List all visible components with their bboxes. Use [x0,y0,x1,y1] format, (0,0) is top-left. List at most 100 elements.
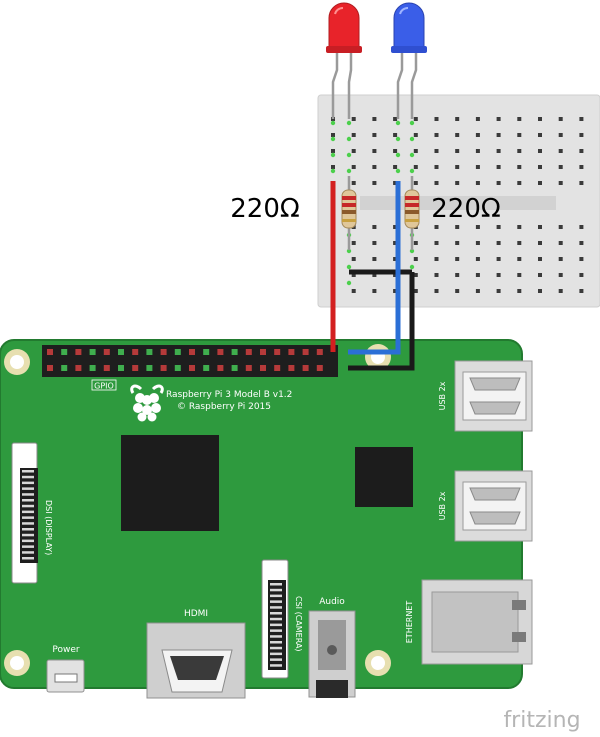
breadboard-hole [558,241,563,245]
breadboard-hole [413,257,418,261]
breadboard-hole [517,289,522,293]
breadboard-hole [496,289,501,293]
gpio-pin [217,365,224,371]
gpio-pin [132,349,139,355]
breadboard-hole [558,117,563,121]
breadboard-hole [434,257,439,261]
breadboard-hole [517,181,522,185]
breadboard-hole [558,149,563,153]
breadboard-hole [558,181,563,185]
breadboard-hole [455,289,460,293]
breadboard-hole [517,241,522,245]
wires [330,181,415,371]
gpio-pin [189,349,195,355]
breadboard-hole [372,149,377,153]
gpio-pin [231,365,238,371]
gpio-pin [103,349,110,355]
breadboard-hole [372,273,377,277]
csi-label: CSI (CAMERA) [294,596,303,652]
ethernet-label: ETHERNET [405,601,414,644]
gpio-pin [274,365,281,371]
gpio-pin [61,349,68,355]
csi-connector [261,559,289,679]
breadboard-hole [372,289,377,293]
breadboard-hole [351,133,356,137]
breadboard-hole [558,225,563,229]
gpio-pin [288,349,295,355]
wire-blue [348,181,401,355]
led-blue [391,2,427,119]
fritzing-logo: fritzing [503,708,580,733]
breadboard-hole [496,117,501,121]
breadboard-hole [538,133,542,137]
breadboard-hole [455,165,460,169]
breadboard-hole [351,257,356,261]
resistor-right [404,176,420,250]
breadboard-hole [372,241,377,245]
breadboard-hole [538,225,542,229]
breadboard-hole [475,241,480,245]
breadboard-hole [413,273,418,277]
breadboard-hole [393,133,398,137]
breadboard-hole [331,165,335,169]
breadboard-hole [579,257,584,261]
breadboard-hole [475,117,480,121]
power-port [46,659,85,693]
breadboard-hole [496,241,501,245]
breadboard-hole [579,133,584,137]
breadboard-hole [455,273,460,277]
dsi-connector [11,442,38,584]
breadboard-hole [558,257,563,261]
gpio-pin [288,365,295,371]
breadboard-hole [434,241,439,245]
breadboard-hole [475,181,480,185]
breadboard-hole [517,117,522,121]
breadboard-hole [372,133,377,137]
breadboard-hole [558,289,563,293]
raspberry-pi-board: GPIO Raspberry Pi 3 Model B v1.2 © Raspb… [0,339,533,699]
resistor-right-label: 220Ω [431,194,501,224]
breadboard-hole [351,241,356,245]
audio-jack [308,610,356,698]
model-text: Raspberry Pi 3 Model B v1.2 [166,390,292,400]
breadboard-hole [496,181,501,185]
gpio-pin [146,349,153,355]
breadboard-hole [558,165,563,169]
breadboard-hole [413,289,418,293]
raspberry-logo-icon [130,384,164,422]
breadboard-hole [517,133,522,137]
breadboard-hole [351,117,356,121]
breadboard-hole [434,273,439,277]
gpio-label: GPIO [94,382,114,391]
breadboard-hole [351,149,356,153]
breadboard-hole [558,133,563,137]
ethernet-port [421,579,533,665]
breadboard-hole [413,241,418,245]
breadboard-hole [475,149,480,153]
breadboard-hole [538,149,542,153]
breadboard-hole [372,225,377,229]
breadboard-hole [393,225,398,229]
resistor-left [341,176,357,250]
breadboard-hole [517,257,522,261]
breadboard-hole [455,149,460,153]
wire-black [348,272,415,371]
breadboard-hole [475,165,480,169]
usb-controller-chip [355,447,413,507]
gpio-pin [245,365,252,371]
breadboard-hole [413,181,418,185]
hdmi-port [146,622,246,699]
breadboard-hole [393,165,398,169]
gpio-pin [47,349,53,355]
gpio-pin [118,349,124,355]
gpio-pin [89,365,96,371]
gpio-pin [132,365,139,371]
usb-port-top [454,360,533,432]
breadboard-hole [393,273,398,277]
gpio-pin [231,349,238,355]
gpio-pin [75,365,82,371]
soc-chip [121,435,219,531]
gpio-pin [146,365,153,371]
breadboard-hole [331,149,335,153]
breadboard-hole [413,133,418,137]
